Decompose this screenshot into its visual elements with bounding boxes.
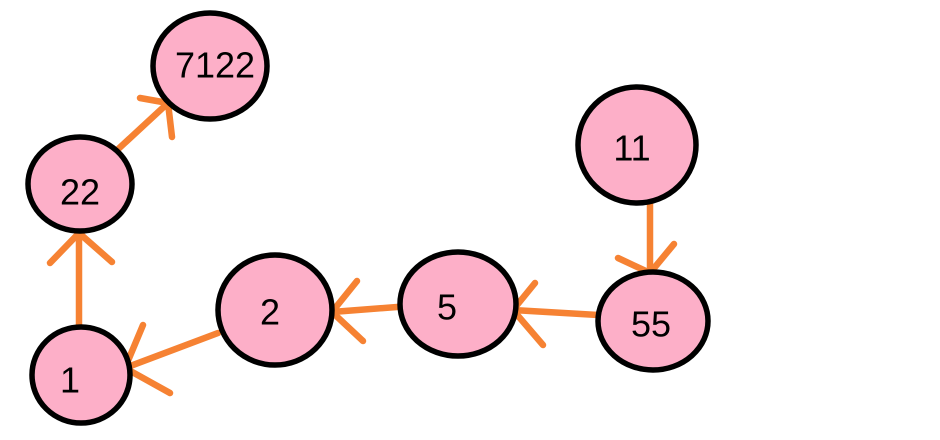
- graph-node-7122: [150, 10, 270, 122]
- graph-edge-5-to-2-arrowhead-wing-2: [328, 308, 367, 345]
- graph-node-label-11: 11: [613, 128, 650, 169]
- graph-node-label-5: 5: [437, 287, 457, 328]
- graph-node-1: [29, 324, 133, 426]
- graph-node-label-1: 1: [60, 360, 80, 401]
- graph-edge-22-to-7122-arrowhead-wing-1: [136, 94, 172, 107]
- graph-node-55: [595, 269, 711, 373]
- graph-node-5: [397, 249, 519, 359]
- graph-node-label-7122: 7122: [175, 45, 255, 86]
- graph-edge-5-to-2-shaft: [328, 303, 401, 316]
- graph-node-11: [575, 84, 699, 206]
- graph-edge-1-to-22-arrowhead-wing-2: [75, 229, 116, 266]
- graph-edge-11-to-55-arrowhead-wing-2: [646, 240, 678, 277]
- graph-edge-22-to-7122-arrowhead-wing-2: [164, 99, 176, 141]
- graph-edge-55-to-5-arrowhead-wing-2: [509, 306, 547, 349]
- graph-node-label-22: 22: [60, 172, 100, 213]
- graph-node-2: [215, 252, 335, 368]
- graph-node-label-2: 2: [260, 292, 280, 333]
- graph-node-22: [25, 134, 135, 234]
- graph-node-label-55: 55: [631, 304, 671, 345]
- graph-edge-5-to-2-arrowhead-wing-1: [328, 277, 361, 316]
- graph-edge-1-to-22-arrowhead-wing-1: [46, 229, 83, 267]
- graph-edge-55-to-5-shaft: [509, 306, 602, 319]
- graph-edge-22-to-7122-shaft: [111, 99, 172, 156]
- graph-edge-2-to-1-shaft: [121, 329, 222, 372]
